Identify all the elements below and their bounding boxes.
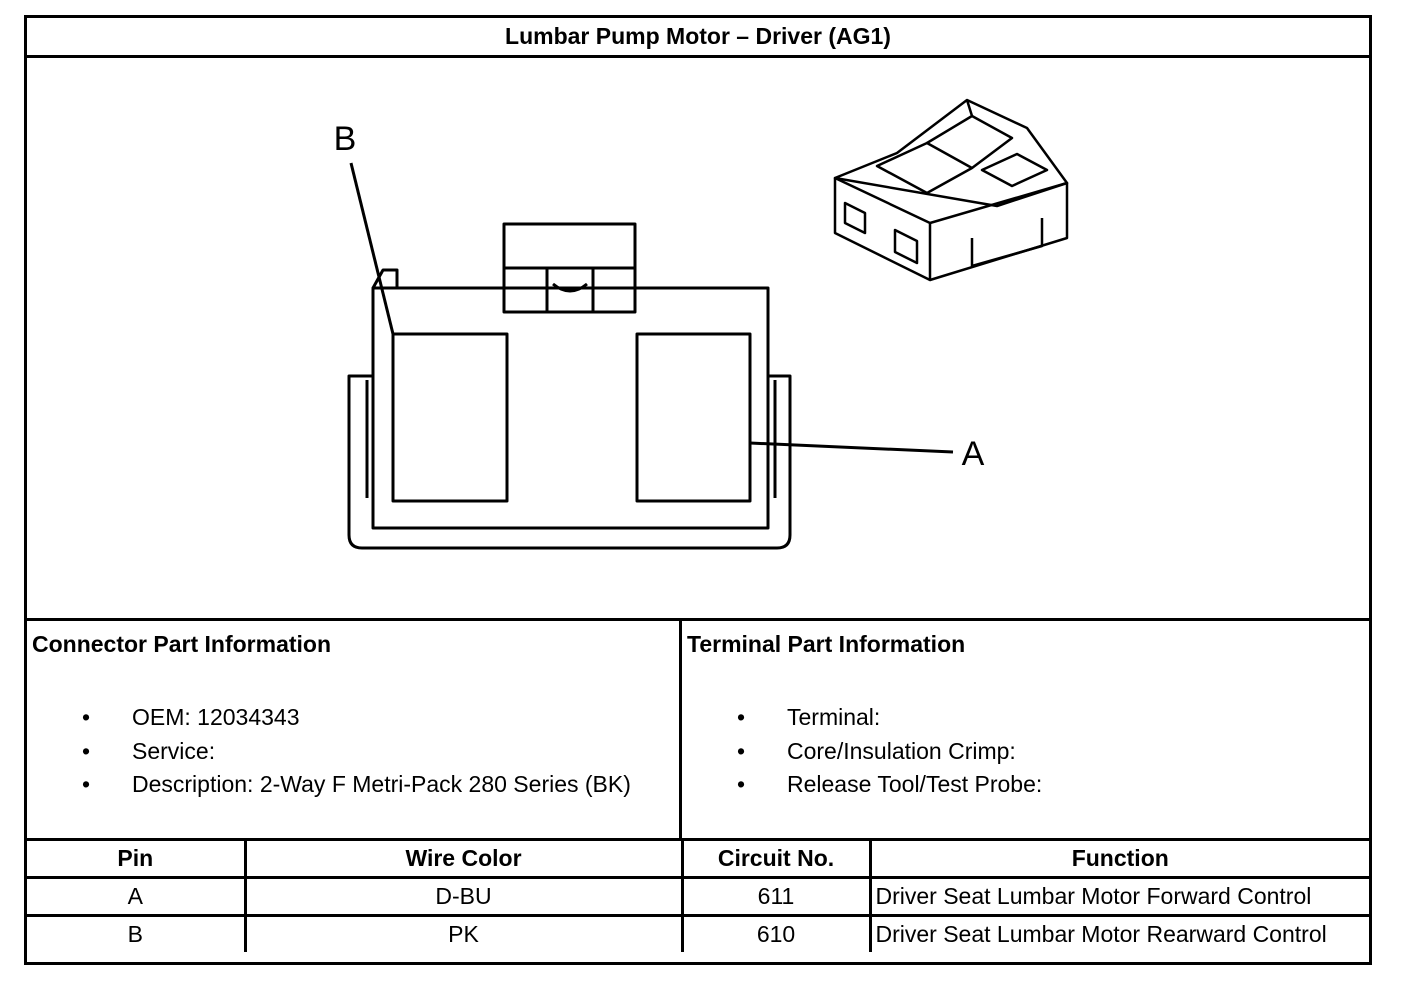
cell-circuit-no: 610 — [680, 914, 872, 952]
list-item: •OEM: 12034343 — [27, 701, 631, 735]
list-item: •Core/Insulation Crimp: — [682, 735, 1042, 769]
bullet-icon: • — [737, 737, 746, 764]
pin-b-label: B — [334, 120, 357, 158]
connector-sheet: Lumbar Pump Motor – Driver (AG1) — [24, 15, 1372, 965]
diagram-area: B A — [27, 58, 1369, 621]
table-header-row: Pin Wire Color Circuit No. Function — [27, 841, 1369, 879]
cell-circuit-no: 611 — [680, 876, 872, 917]
cell-wire-color: D-BU — [243, 876, 684, 917]
table-row: B PK 610 Driver Seat Lumbar Motor Rearwa… — [27, 914, 1369, 952]
cell-wire-color: PK — [243, 914, 684, 952]
bullet-icon: • — [737, 771, 746, 797]
list-item: •Terminal: — [682, 701, 1042, 735]
header-circuit-no: Circuit No. — [680, 841, 872, 879]
part-info-section: Connector Part Information •OEM: 1203434… — [27, 621, 1369, 841]
list-item: •Release Tool/Test Probe: — [682, 768, 1042, 802]
header-pin: Pin — [27, 841, 247, 879]
leader-b — [349, 162, 395, 335]
terminal-info-list: •Terminal: •Core/Insulation Crimp: •Rele… — [682, 701, 1042, 802]
bullet-icon: • — [82, 704, 91, 730]
table-row: A D-BU 611 Driver Seat Lumbar Motor Forw… — [27, 876, 1369, 917]
cell-pin: B — [27, 914, 247, 952]
header-function: Function — [868, 841, 1369, 879]
cavity-b — [391, 332, 509, 503]
bullet-icon: • — [82, 737, 91, 764]
connector-diagram: B A — [334, 98, 1069, 550]
connector-isometric-view — [833, 98, 1069, 282]
pinout-table-area: Pin Wire Color Circuit No. Function A D-… — [27, 841, 1369, 962]
pin-a-label: A — [962, 435, 985, 473]
terminal-part-info: Terminal Part Information •Terminal: •Co… — [682, 621, 1369, 838]
bullet-icon: • — [737, 704, 746, 730]
cavity-a — [635, 332, 752, 503]
cell-function: Driver Seat Lumbar Motor Rearward Contro… — [868, 914, 1369, 952]
connector-info-list: •OEM: 12034343 •Service: •Description: 2… — [27, 701, 631, 802]
cell-pin: A — [27, 876, 247, 917]
header-wire-color: Wire Color — [243, 841, 684, 879]
cell-function: Driver Seat Lumbar Motor Forward Control — [868, 876, 1369, 917]
connector-info-heading: Connector Part Information — [32, 631, 332, 657]
leader-a — [749, 441, 954, 454]
list-item: •Description: 2-Way F Metri-Pack 280 Ser… — [27, 768, 631, 802]
pinout-table: Pin Wire Color Circuit No. Function A D-… — [27, 841, 1369, 952]
connector-face-view — [347, 162, 954, 550]
list-item: •Service: — [27, 735, 631, 769]
connector-part-info: Connector Part Information •OEM: 1203434… — [27, 621, 682, 838]
bullet-icon: • — [82, 771, 91, 797]
page-title: Lumbar Pump Motor – Driver (AG1) — [27, 18, 1369, 58]
terminal-info-heading: Terminal Part Information — [687, 631, 966, 657]
